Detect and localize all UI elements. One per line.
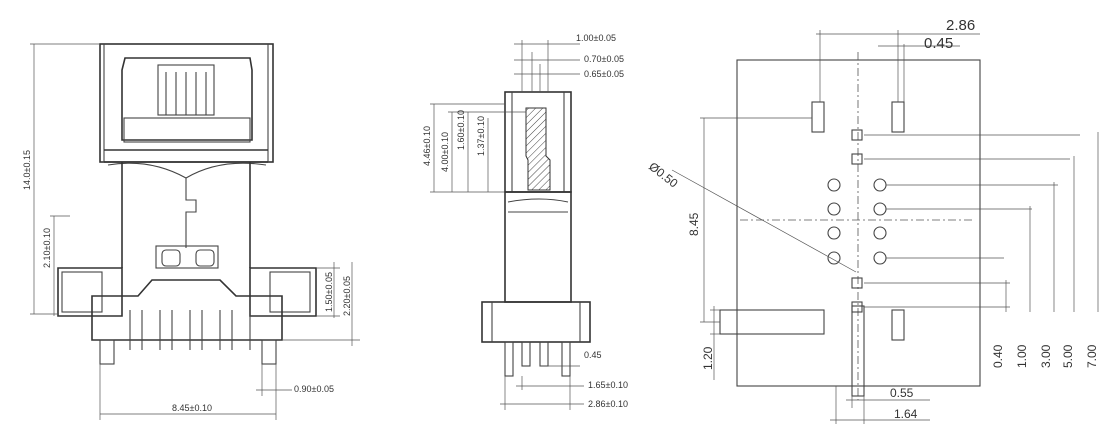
fp-dim-1-64: 1.64 [894, 407, 918, 421]
front-dim-2-10: 2.10±0.10 [42, 228, 52, 268]
fp-dim-0-45: 0.45 [924, 35, 953, 52]
side-dim-0-70: 0.70±0.05 [584, 54, 624, 64]
front-dim-0-90: 0.90±0.05 [294, 384, 334, 394]
fp-dia-0-50: Ø0.50 [646, 159, 681, 190]
fp-dim-7-00: 7.00 [1085, 344, 1099, 368]
side-dim-1-60: 1.60±0.10 [456, 110, 466, 150]
footprint-hole [827, 251, 841, 265]
footprint-hole [873, 202, 887, 216]
front-dim-8-45: 8.45±0.10 [172, 403, 212, 413]
side-dim-4-46: 4.46±0.10 [422, 126, 432, 166]
footprint-pad [851, 301, 863, 313]
footprint-hole [873, 226, 887, 240]
front-height-dim: 14.0±0.15 [22, 150, 32, 190]
footprint-slot-bottom-left [719, 309, 825, 335]
fp-dim-0-55: 0.55 [890, 386, 914, 400]
footprint-slot-top-left [811, 101, 825, 133]
footprint-slot-top-right [891, 101, 905, 133]
fp-dim-1-20: 1.20 [701, 346, 715, 370]
side-hatched-contact [525, 107, 551, 191]
front-dim-1-50: 1.50±0.05 [324, 272, 334, 312]
fp-dim-8-45: 8.45 [687, 212, 701, 236]
fp-dim-2-86: 2.86 [946, 17, 975, 34]
fp-dim-0-40: 0.40 [991, 344, 1005, 368]
footprint-pad [851, 153, 863, 165]
fp-dim-1-00: 1.00 [1015, 344, 1029, 368]
footprint-hole [827, 226, 841, 240]
front-port-cavity [121, 57, 253, 141]
fp-dim-3-00: 3.00 [1039, 344, 1053, 368]
side-dim-4-00: 4.00±0.10 [440, 132, 450, 172]
side-dim-1-00: 1.00±0.05 [576, 33, 616, 43]
side-dim-1-37: 1.37±0.10 [476, 116, 486, 156]
side-view: 1.00±0.05 0.70±0.05 0.65±0.05 4.46±0.10 … [422, 33, 628, 410]
front-right-flange [249, 267, 317, 317]
front-left-flange [57, 267, 123, 317]
footprint-slot-bottom-right [891, 309, 905, 341]
footprint-hole [827, 178, 841, 192]
side-dim-0-65: 0.65±0.05 [584, 69, 624, 79]
side-base-flange [481, 301, 591, 343]
footprint-outline [736, 59, 981, 387]
footprint-hole [873, 251, 887, 265]
side-dim-1-65: 1.65±0.10 [588, 380, 628, 390]
footprint-hole [873, 178, 887, 192]
fp-dim-5-00: 5.00 [1061, 344, 1075, 368]
footprint-view: 2.86 0.45 Ø0.50 8.45 1.20 0.40 1.00 3.00… [646, 17, 1099, 424]
side-dim-2-86: 2.86±0.10 [588, 399, 628, 409]
footprint-hole [827, 202, 841, 216]
side-dim-0-45: 0.45 [584, 350, 602, 360]
front-view: 14.0±0.15 2.10±0.10 1.50±0.05 2.20±0.05 … [22, 43, 360, 420]
footprint-pad [851, 129, 863, 141]
footprint-pad [851, 277, 863, 289]
front-dim-2-20: 2.20±0.05 [342, 276, 352, 316]
